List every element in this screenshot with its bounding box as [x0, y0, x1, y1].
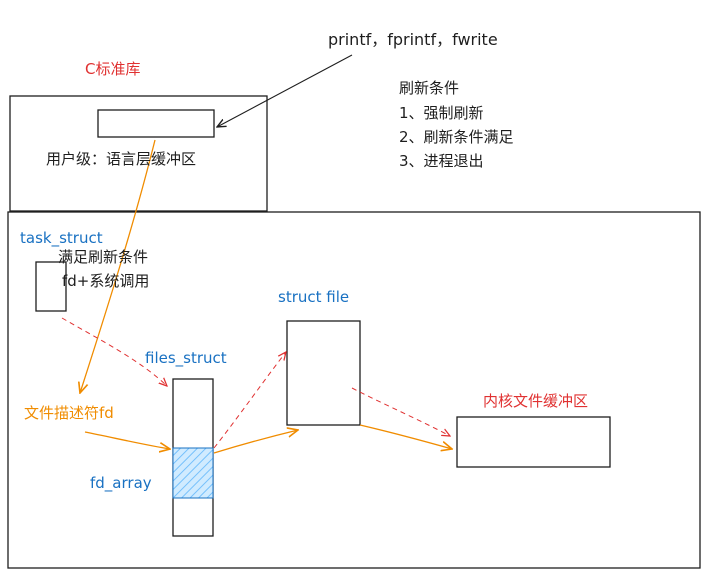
- task-struct-label: task_struct: [20, 229, 103, 247]
- dashed-fdarray-to-struct-file: [213, 352, 286, 449]
- struct-file-box: [286, 320, 361, 426]
- arrow-fd-to-fdarray: [84, 431, 170, 449]
- user-space-box: [9, 95, 268, 212]
- fd-syscall-label: fd+系统调用: [62, 272, 150, 290]
- task-struct-box: [35, 261, 67, 312]
- c-stdlib-label: C标准库: [85, 60, 141, 78]
- flush-condition-item: 2、刷新条件满足: [399, 128, 514, 146]
- kernel-buffer-box: [456, 416, 611, 468]
- struct-file-label: struct file: [278, 288, 350, 306]
- dashed-struct-file-to-kernel-buffer: [351, 387, 450, 436]
- fd-array-label: fd_array: [90, 474, 152, 492]
- kernel-buffer-label: 内核文件缓冲区: [483, 392, 589, 410]
- arrow-struct-file-to-kernel-buffer: [359, 424, 452, 449]
- functions-label: printf，fprintf，fwrite: [328, 30, 498, 49]
- flush-conditions-title: 刷新条件: [399, 79, 460, 97]
- flush-condition-item: 3、进程退出: [399, 152, 484, 170]
- user-buffer-box: [97, 109, 215, 138]
- flush-condition-met-label: 满足刷新条件: [58, 248, 149, 266]
- fd-array-cell: [172, 447, 214, 499]
- arrow-fdarray-to-struct-file: [213, 430, 298, 454]
- dashed-task-to-files: [61, 317, 167, 386]
- user-level-buffer-label: 用户级：语言层缓冲区: [46, 150, 197, 168]
- arrow-functions-to-buffer: [217, 54, 353, 127]
- fd-label: 文件描述符fd: [24, 404, 114, 422]
- flush-condition-item: 1、强制刷新: [399, 104, 484, 122]
- arrow-buffer-to-fd: [80, 139, 156, 393]
- kernel-space-box: [7, 211, 701, 569]
- files-struct-label: files_struct: [145, 349, 227, 367]
